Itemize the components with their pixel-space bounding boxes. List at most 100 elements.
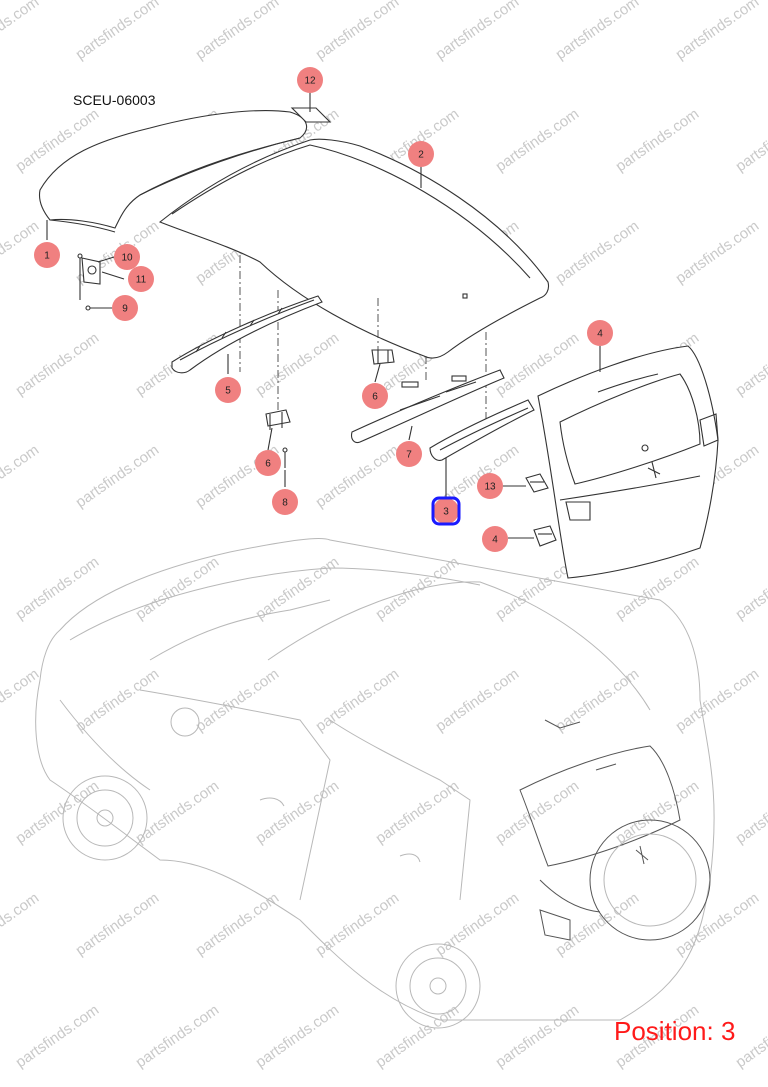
callout-circle [255, 450, 281, 476]
callout-label: 1 [44, 251, 50, 262]
callout-circle [112, 295, 138, 321]
watermark-text: partsfinds.com [193, 665, 283, 735]
diagram-code: SCEU-06003 [73, 92, 156, 108]
watermark-text: partsfinds.com [613, 777, 703, 847]
watermark-text: partsfinds.com [73, 0, 163, 63]
watermark-text: partsfinds.com [313, 889, 403, 959]
bolt-part-8 [282, 447, 288, 468]
watermark-text: partsfinds.com [733, 553, 768, 623]
watermark-text: partsfinds.com [733, 329, 768, 399]
watermark-text: partsfinds.com [313, 0, 403, 63]
callout-circle [408, 141, 434, 167]
callout-circle [114, 244, 140, 270]
watermark-text: partsfinds.com [133, 553, 223, 623]
callout-circle [433, 498, 459, 524]
callout-label: 12 [304, 76, 316, 87]
tailgate-part-4 [537, 345, 719, 579]
leader-lines [46, 92, 601, 539]
watermark-text: partsfinds.com [133, 1001, 223, 1071]
watermark-text: partsfinds.com [733, 777, 768, 847]
watermark-text: partsfinds.com [553, 665, 643, 735]
bracket-part-6-upper [371, 349, 395, 365]
callout-5[interactable]: 5 [215, 377, 241, 403]
callout-label: 4 [597, 329, 603, 340]
callout-6[interactable]: 6 [255, 450, 281, 476]
callout-label: 5 [225, 386, 231, 397]
callout-7[interactable]: 7 [396, 441, 422, 467]
highlight-ring [431, 496, 461, 526]
watermark-text: partsfinds.com [13, 553, 103, 623]
watermark-text: partsfinds.com [193, 0, 283, 63]
roof-panel-part-2 [158, 138, 550, 359]
watermark-text: partsfinds.com [373, 553, 463, 623]
position-label: Position: 3 [614, 1016, 736, 1046]
callout-10[interactable]: 10 [114, 244, 140, 270]
callout-1[interactable]: 1 [34, 242, 60, 268]
callout-label: 2 [418, 150, 424, 161]
callout-11[interactable]: 11 [128, 266, 154, 292]
watermark-text: partsfinds.com [433, 0, 523, 63]
watermark-text: partsfinds.com [133, 777, 223, 847]
watermark-text: partsfinds.com [613, 105, 703, 175]
watermark-text: partsfinds.com [433, 665, 523, 735]
watermark-text: partsfinds.com [733, 105, 768, 175]
watermark-text: partsfinds.com [673, 665, 763, 735]
watermark-text: partsfinds.com [313, 441, 403, 511]
callout-circle [215, 377, 241, 403]
watermark-text: partsfinds.com [13, 777, 103, 847]
callout-circle [272, 489, 298, 515]
callout-4[interactable]: 4 [482, 526, 508, 552]
front-roof-rail-part-5 [171, 295, 323, 374]
roof-trim-panel-part-1 [38, 110, 308, 233]
clip-part-12 [290, 107, 332, 123]
watermark-text: partsfinds.com [313, 665, 403, 735]
watermark-text: partsfinds.com [553, 217, 643, 287]
watermark-text: partsfinds.com [253, 329, 343, 399]
rear-roof-rail-part-7 [351, 369, 505, 444]
callout-12[interactable]: 12 [297, 67, 323, 93]
rear-header-reinforcement-part-3 [429, 399, 535, 461]
watermark-text: partsfinds.com [553, 889, 643, 959]
callout-circle [477, 473, 503, 499]
watermark-text: partsfinds.com [253, 1001, 343, 1071]
watermark-text: partsfinds.com [673, 889, 763, 959]
watermark-text: partsfinds.com [0, 0, 42, 63]
watermark-text: partsfinds.com [433, 889, 523, 959]
watermark-text: partsfinds.com [253, 777, 343, 847]
callout-label: 13 [484, 482, 496, 493]
hinge-part-13 [525, 473, 549, 493]
hinge-part-4 [533, 525, 557, 547]
watermark-text: partsfinds.com [373, 777, 463, 847]
watermark-text: partsfinds.com [733, 1001, 768, 1071]
callout-label: 9 [122, 304, 128, 315]
watermark-text: partsfinds.com [673, 0, 763, 63]
watermark-text: partsfinds.com [0, 441, 42, 511]
callout-circle [482, 526, 508, 552]
callout-label: 10 [121, 253, 133, 264]
callout-13[interactable]: 13 [477, 473, 503, 499]
callout-6[interactable]: 6 [362, 383, 388, 409]
watermark-text: partsfinds.com [73, 665, 163, 735]
callout-circle [128, 266, 154, 292]
watermark-text: partsfinds.com [493, 105, 583, 175]
watermark-text: partsfinds.com [13, 329, 103, 399]
callout-circle [362, 383, 388, 409]
watermark-text: partsfinds.com [0, 889, 42, 959]
callout-circle [34, 242, 60, 268]
callout-circle [587, 320, 613, 346]
vehicle-outline [35, 538, 715, 1029]
callout-3[interactable]: 3 [431, 496, 461, 526]
bracket-part-6-lower [265, 409, 291, 430]
callout-label: 7 [406, 450, 412, 461]
callout-2[interactable]: 2 [408, 141, 434, 167]
callout-4[interactable]: 4 [587, 320, 613, 346]
watermark-text: partsfinds.com [673, 217, 763, 287]
callout-9[interactable]: 9 [112, 295, 138, 321]
callout-8[interactable]: 8 [272, 489, 298, 515]
callout-circle [396, 441, 422, 467]
callout-layer: 12 2 1 10 11 9 4 5 6 6 7 8 13 3 4 [34, 67, 613, 552]
callout-label: 3 [443, 507, 449, 518]
watermark-text: partsfinds.com [553, 0, 643, 63]
